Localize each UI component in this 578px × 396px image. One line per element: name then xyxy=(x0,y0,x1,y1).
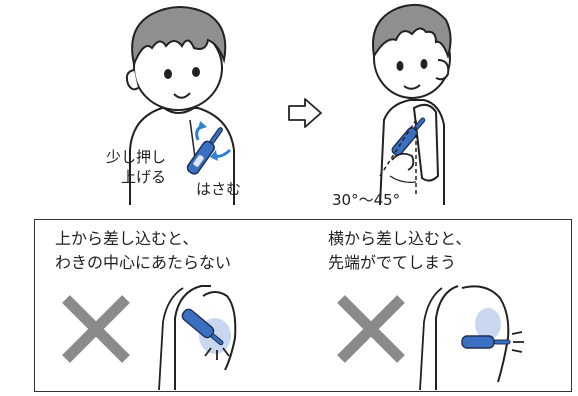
next-step-arrow-icon xyxy=(285,96,325,130)
figure-insert-from-side xyxy=(412,278,532,390)
incorrect-examples-panel xyxy=(34,219,572,392)
incorrect-cross-icon xyxy=(335,293,407,365)
label-push-up-line2: 上げる xyxy=(121,168,167,186)
figure-insert-from-above xyxy=(145,278,255,390)
incorrect-cross-icon xyxy=(60,293,132,365)
label-push-up-line1: 少し押し xyxy=(106,148,167,166)
figure-child-side-angle xyxy=(340,0,490,205)
figure-child-inserting xyxy=(90,0,270,205)
caption-from-side-line2: 先端がでてしまう xyxy=(328,253,457,272)
caption-from-side-line1: 横から差し込むと、 xyxy=(328,229,472,248)
label-pinch: はさむ xyxy=(196,180,242,198)
caption-from-above-line1: 上から差し込むと、 xyxy=(55,229,199,248)
caption-from-above-line2: わきの中心にあたらない xyxy=(55,253,232,272)
angle-label: 30°〜45° xyxy=(332,191,401,209)
